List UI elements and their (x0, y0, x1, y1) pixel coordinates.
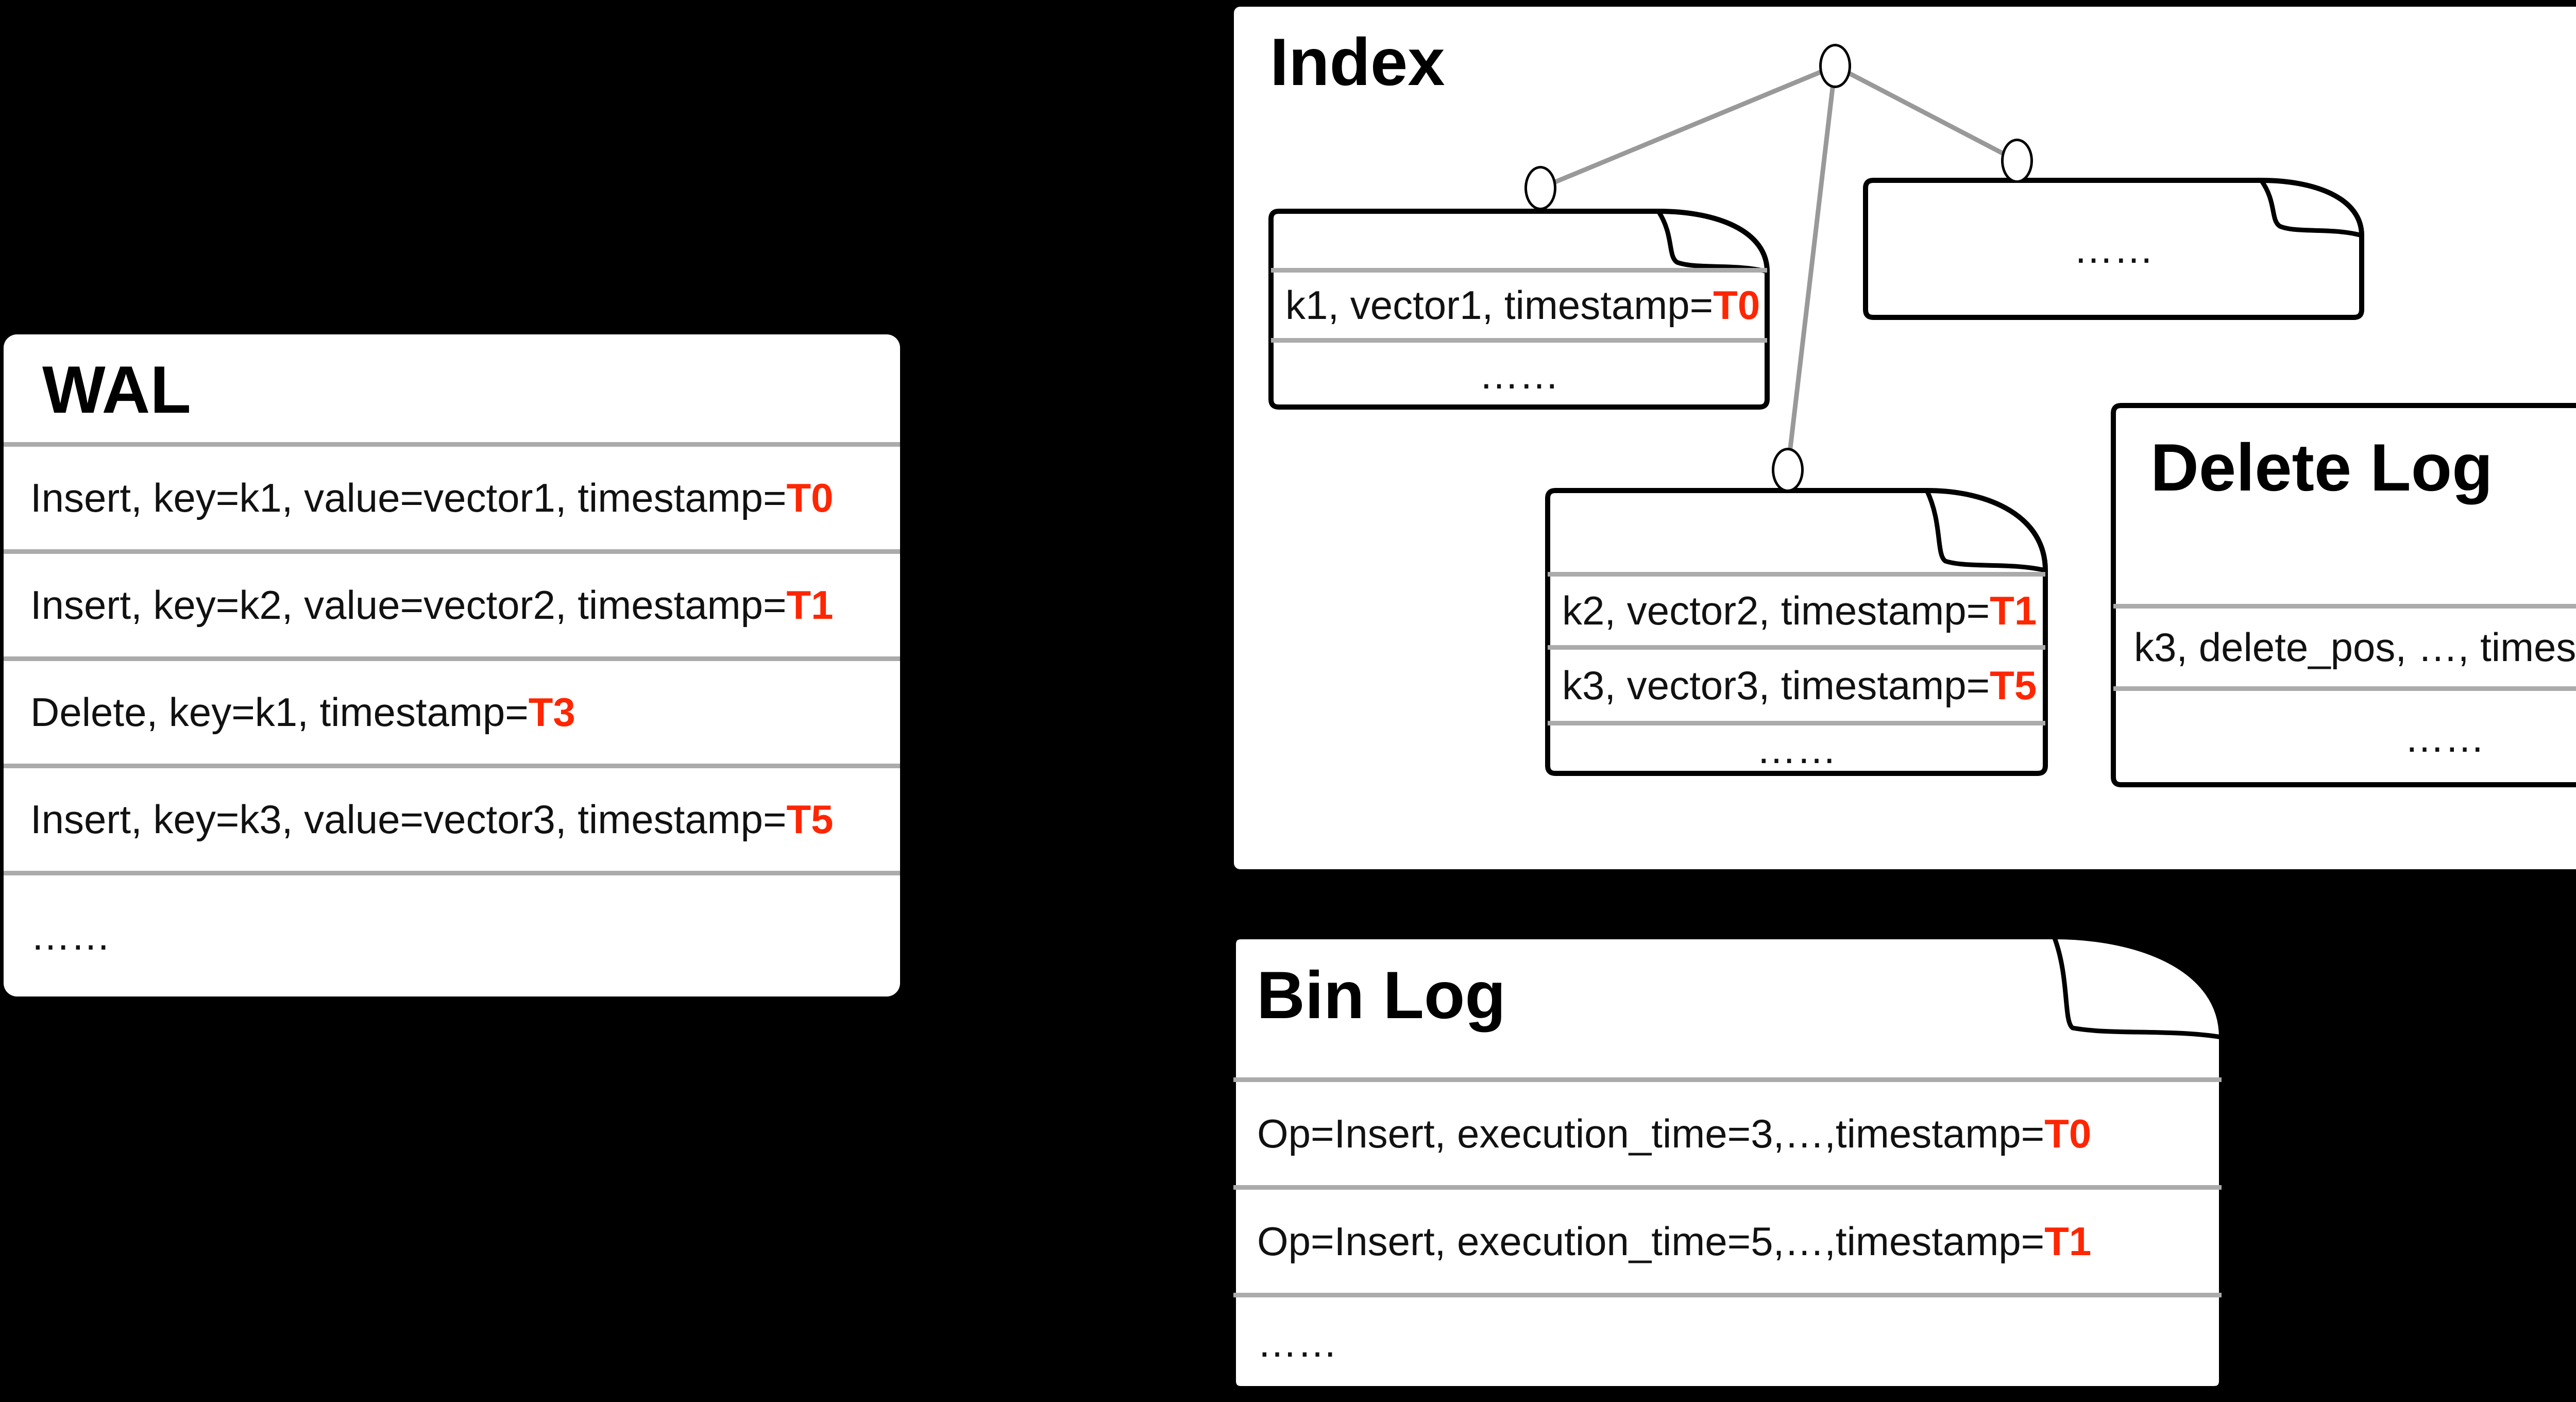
tree-node-right (2001, 139, 2033, 183)
tree-node-middle (1772, 448, 1804, 492)
bin-log-page: Bin Log Op=Insert, execution_time=3,…,ti… (1231, 934, 2224, 1391)
ellipsis-text: …… (2073, 226, 2154, 272)
ellipsis-text: …… (30, 913, 111, 958)
index-middle-page-rows: k2, vector2, timestamp=T1 k3, vector3, t… (1548, 491, 2045, 773)
entry-timestamp: T0 (1713, 282, 1760, 328)
delete-log-entry-k3: k3, delete_pos, …, timestamp=T3 (2113, 604, 2576, 686)
tree-root-node (1819, 44, 1851, 88)
wal-row-text: Insert, key=k3, value=vector3, timestamp… (30, 797, 787, 842)
wal-row-timestamp: T3 (528, 689, 575, 735)
ellipsis-text: …… (2404, 715, 2485, 761)
bin-log-entry-2: Op=Insert, execution_time=5,…,timestamp=… (1233, 1185, 2222, 1293)
index-middle-page: k2, vector2, timestamp=T1 k3, vector3, t… (1545, 488, 2048, 776)
index-panel: Index k1, vector1, timestamp=T0 …… k (1234, 7, 2576, 869)
delete-log-rows: Delete Log k3, delete_pos, …, timestamp=… (2113, 406, 2576, 785)
page-icon (1545, 488, 2048, 776)
entry-text: k3, vector3, timestamp= (1562, 662, 1990, 708)
index-right-page-rows: …… (1866, 180, 2362, 317)
wal-row-timestamp: T0 (786, 475, 834, 520)
wal-row-insert-k1: Insert, key=k1, value=vector1, timestamp… (4, 442, 900, 549)
ellipsis-text: …… (1257, 1320, 1337, 1365)
ellipsis-text: …… (1479, 352, 1560, 397)
wal-row-text: Insert, key=k1, value=vector1, timestamp… (30, 475, 787, 520)
entry-text: Op=Insert, execution_time=3,…,timestamp= (1257, 1110, 2045, 1156)
wal-row-timestamp: T5 (786, 797, 834, 842)
entry-timestamp: T0 (2044, 1110, 2092, 1156)
entry-timestamp: T1 (1990, 588, 2037, 633)
entry-text: Op=Insert, execution_time=5,…,timestamp= (1257, 1218, 2045, 1264)
page-blank-strip (1271, 211, 1767, 268)
entry-timestamp: T1 (2044, 1218, 2092, 1264)
page-blank-strip (1548, 491, 2045, 572)
wal-row-text: Insert, key=k2, value=vector2, timestamp… (30, 582, 787, 628)
wal-box: WAL Insert, key=k1, value=vector1, times… (4, 334, 900, 996)
page-icon (1863, 178, 2364, 320)
index-entry-k2: k2, vector2, timestamp=T1 (1548, 572, 2045, 645)
index-tree-edges (1539, 63, 2019, 470)
tree-edge-left (1539, 63, 1836, 191)
bin-log-title: Bin Log (1257, 957, 1506, 1033)
index-title: Index (1270, 24, 1445, 99)
delete-log-ellipsis: …… (2113, 686, 2576, 785)
page-icon (1268, 209, 1770, 410)
index-entry-k3: k3, vector3, timestamp=T5 (1548, 645, 2045, 721)
wal-row-insert-k3: Insert, key=k3, value=vector3, timestamp… (4, 764, 900, 871)
ellipsis-text: …… (1756, 727, 1837, 772)
delete-log-title: Delete Log (2150, 430, 2493, 505)
tree-edge-right (1834, 64, 2019, 163)
index-middle-ellipsis: …… (1548, 721, 2045, 773)
index-right-ellipsis: …… (1866, 180, 2362, 317)
delete-log-page: Delete Log k3, delete_pos, …, timestamp=… (2111, 403, 2576, 787)
entry-text: k1, vector1, timestamp= (1285, 282, 1714, 328)
index-left-page-rows: k1, vector1, timestamp=T0 …… (1271, 211, 1767, 407)
index-entry-k1: k1, vector1, timestamp=T0 (1271, 268, 1767, 338)
index-right-page: …… (1863, 178, 2364, 320)
wal-row-timestamp: T1 (786, 582, 834, 628)
bin-log-rows: Bin Log Op=Insert, execution_time=3,…,ti… (1233, 937, 2222, 1389)
bin-log-entry-1: Op=Insert, execution_time=3,…,timestamp=… (1233, 1077, 2222, 1185)
entry-text: k2, vector2, timestamp= (1562, 588, 1990, 633)
tree-edge-middle (1785, 65, 1838, 470)
tree-node-left (1524, 166, 1556, 210)
wal-row-insert-k2: Insert, key=k2, value=vector2, timestamp… (4, 549, 900, 656)
entry-timestamp: T5 (1990, 662, 2037, 708)
page-icon (1231, 934, 2224, 1391)
wal-row-ellipsis: …… (4, 871, 900, 996)
wal-row-text: Delete, key=k1, timestamp= (30, 689, 529, 735)
bin-log-ellipsis: …… (1233, 1293, 2222, 1389)
wal-title: WAL (42, 352, 191, 427)
wal-row-delete-k1: Delete, key=k1, timestamp=T3 (4, 656, 900, 764)
index-left-ellipsis: …… (1271, 338, 1767, 407)
entry-text: k3, delete_pos, …, timestamp= (2134, 624, 2576, 670)
index-left-page: k1, vector1, timestamp=T0 …… (1268, 209, 1770, 410)
